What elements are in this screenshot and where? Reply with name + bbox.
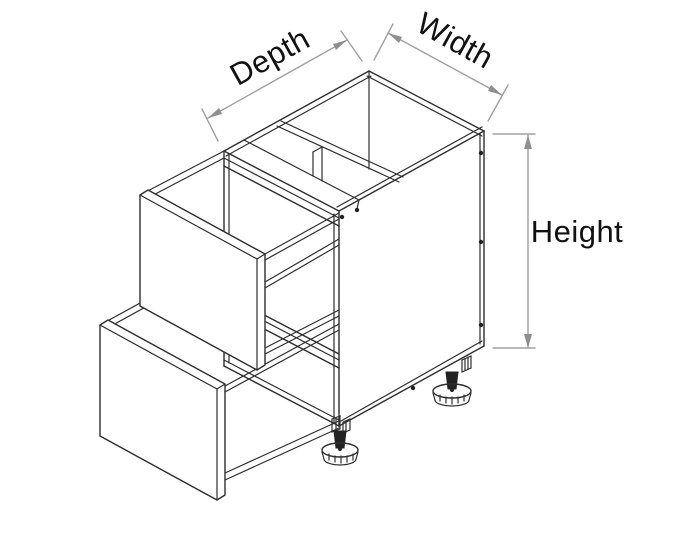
width-dimension [373,23,509,122]
adjustable-foot-front [321,415,359,466]
depth-label: Depth [224,21,316,93]
height-arrow-top [524,135,532,149]
top-drawer-front [139,189,266,371]
width-arrow-start [388,33,402,43]
right-side-panel [333,130,485,427]
width-label: Width [411,5,499,75]
bottom-drawer-front [99,319,226,501]
cabinet-carcass [223,70,485,427]
width-arrow-end [488,85,502,95]
height-label: Height [531,214,624,249]
height-dimension [492,133,536,349]
depth-dimension [201,30,363,142]
depth-arrow-end [333,40,347,50]
depth-arrow-start [208,108,222,118]
height-arrow-bottom [524,334,532,348]
adjustable-foot-rear [432,355,472,407]
